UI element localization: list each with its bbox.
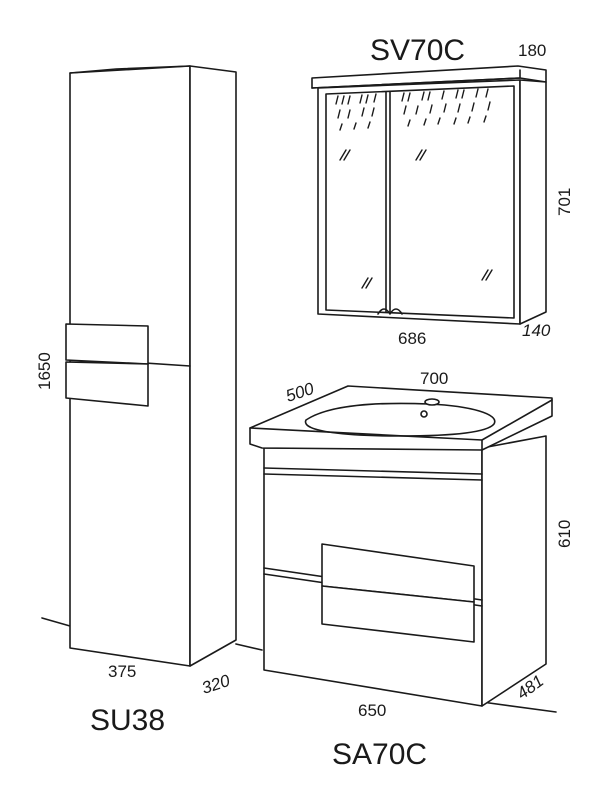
vanity-height-label: 610 [555, 520, 574, 548]
column-model-label: SU38 [90, 704, 165, 737]
sink-basin [304, 402, 496, 437]
sink-width-label: 700 [420, 369, 448, 388]
sink-top [249, 385, 553, 451]
floor-lines [41, 617, 557, 713]
mirror-bottom-depth-label: 140 [522, 321, 551, 340]
vanity-handle-panel-lower [321, 585, 475, 643]
mirror-model-label: SV70C [370, 34, 465, 67]
vanity-model-label: SA70C [332, 738, 427, 771]
column-depth-label: 320 [199, 671, 232, 698]
tap-hole [424, 398, 440, 406]
overflow-hole [420, 410, 428, 418]
mirror-cabinet [311, 65, 547, 325]
column-handle-panel [65, 323, 149, 365]
column-width-label: 375 [108, 662, 136, 681]
column-cabinet [65, 65, 237, 667]
vanity-cabinet [249, 385, 553, 707]
mirror-top-depth-label: 180 [518, 41, 546, 60]
mirror-height-label: 701 [555, 188, 574, 216]
vanity-width-label: 650 [358, 701, 386, 720]
column-handle-panel-lower [65, 361, 149, 407]
mirror-width-label: 686 [398, 329, 426, 348]
column-height-label: 1650 [35, 352, 54, 390]
light-reflection [335, 88, 491, 131]
mirror-glints [339, 149, 493, 289]
